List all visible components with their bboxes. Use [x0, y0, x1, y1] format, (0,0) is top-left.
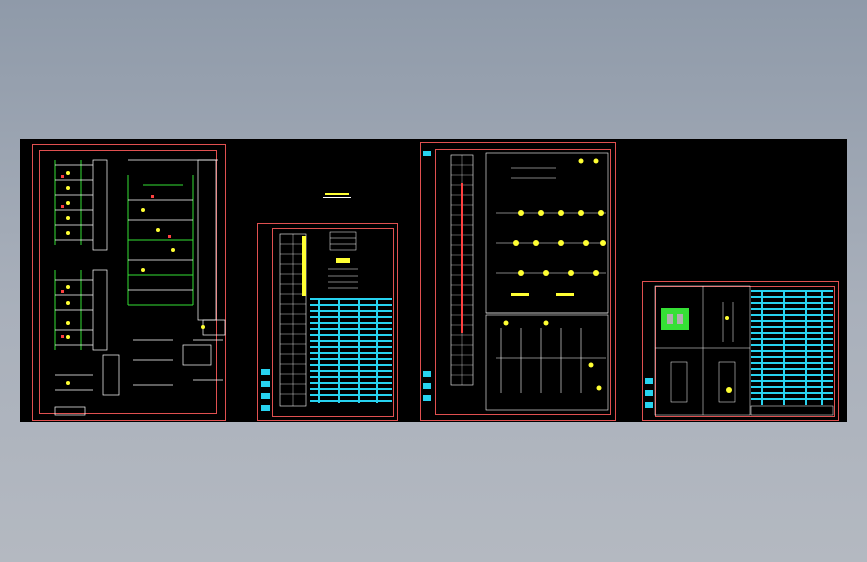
sheet-2-floating-label: [323, 192, 351, 200]
sheet-2-table-schedule[interactable]: [257, 223, 398, 421]
sheet-2-drawing: [261, 231, 392, 411]
cad-drawing-viewport[interactable]: [20, 139, 847, 422]
sheet-1-drawing: [54, 159, 226, 416]
sheet-3-drawing: [423, 151, 609, 411]
sheet-3-inner-border: [435, 149, 611, 415]
sheet-2-inner-border: [272, 228, 394, 417]
sheet-1-primary-schematic[interactable]: [32, 144, 226, 421]
sheet-4-panel-layout[interactable]: [642, 281, 839, 421]
sheet-4-inner-border: [655, 286, 835, 417]
sheet-3-secondary-schematic[interactable]: [420, 142, 616, 421]
sheet-4-drawing: [645, 285, 834, 416]
sheet-1-inner-border: [39, 150, 217, 414]
